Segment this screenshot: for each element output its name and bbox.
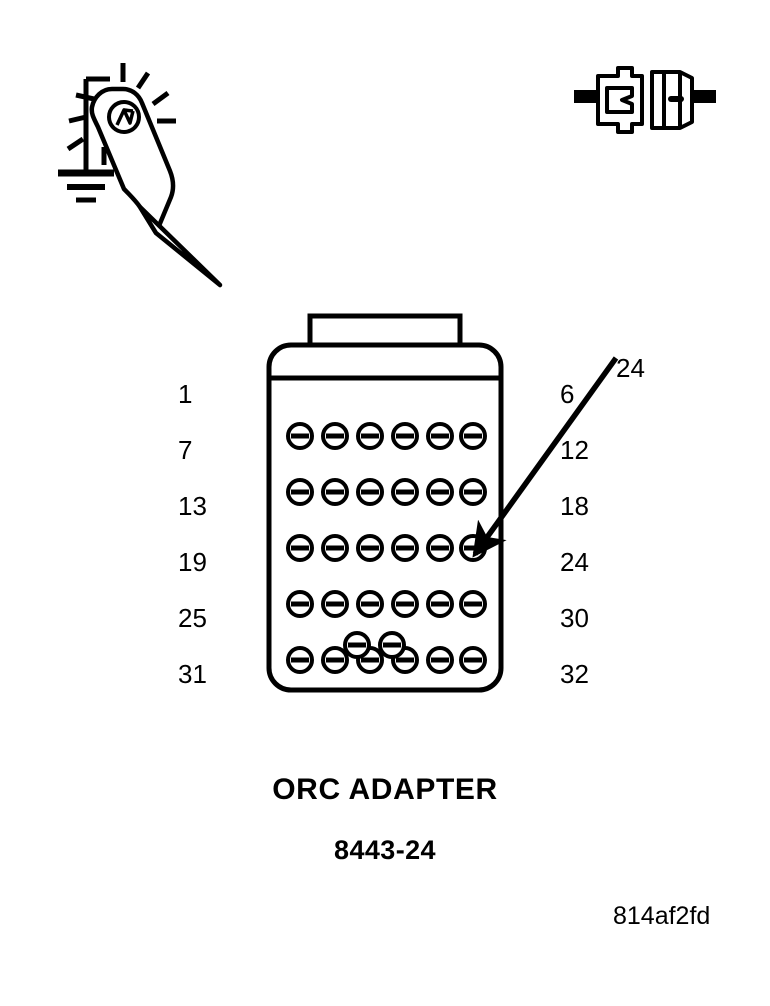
right-row-label-30: 30 — [560, 603, 589, 633]
disconnected-connector-icon — [570, 62, 720, 138]
callout-arrow-to-pin-24 — [450, 348, 630, 578]
callout-label-24: 24 — [616, 353, 645, 383]
figure-part-number: 8443-24 — [334, 835, 436, 865]
figure-title: ORC ADAPTER — [272, 773, 498, 806]
left-row-label-19: 19 — [178, 547, 207, 577]
figure-code: 814af2fd — [613, 902, 711, 930]
right-row-label-18: 18 — [560, 491, 589, 521]
right-row-label-6: 6 — [560, 379, 575, 409]
pin-row-4 — [286, 590, 487, 618]
test-light-probe-icon — [20, 55, 250, 288]
right-row-label-24: 24 — [560, 547, 589, 577]
pin-24 — [459, 590, 487, 618]
pin-row-5 — [286, 646, 487, 674]
left-row-label-7: 7 — [178, 435, 193, 465]
right-row-label-12: 12 — [560, 435, 589, 465]
chassis-ground-icon — [58, 169, 114, 203]
right-row-label-32: 32 — [560, 659, 589, 689]
pin-row-2 — [286, 478, 487, 506]
pin-row-1 — [286, 422, 487, 450]
pin-grid — [286, 422, 487, 674]
pin-row-6 — [340, 625, 410, 665]
left-row-label-31: 31 — [178, 659, 207, 689]
left-row-label-13: 13 — [178, 491, 207, 521]
left-row-label-25: 25 — [178, 603, 207, 633]
orc-adapter-connector — [260, 305, 510, 700]
left-row-label-1: 1 — [178, 379, 193, 409]
